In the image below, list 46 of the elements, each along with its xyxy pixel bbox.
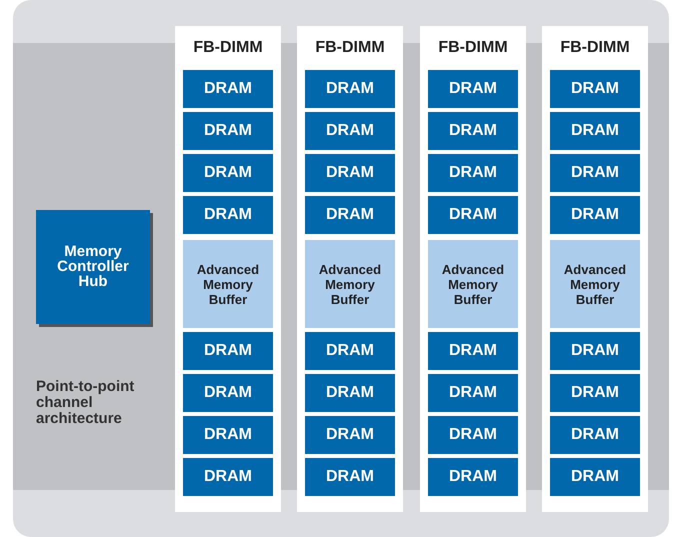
memory-buffer-box: Advanced Memory Buffer bbox=[183, 240, 273, 328]
dram-chip: DRAM bbox=[183, 416, 273, 454]
dram-chip: DRAM bbox=[550, 374, 640, 412]
note-text: Point-to-point channel architecture bbox=[36, 379, 136, 427]
dram-chip: DRAM bbox=[428, 112, 518, 150]
dram-chip: DRAM bbox=[550, 154, 640, 192]
dram-chip: DRAM bbox=[428, 196, 518, 234]
memory-buffer-box: Advanced Memory Buffer bbox=[550, 240, 640, 328]
dram-chip: DRAM bbox=[428, 70, 518, 108]
dram-chip: DRAM bbox=[550, 416, 640, 454]
memory-buffer-box: Advanced Memory Buffer bbox=[428, 240, 518, 328]
module-heading: FB-DIMM bbox=[314, 39, 386, 57]
module-heading: FB-DIMM bbox=[437, 39, 509, 57]
dram-chip: DRAM bbox=[428, 332, 518, 370]
controller-hub-box: Memory Controller Hub bbox=[36, 210, 150, 324]
dram-chip: DRAM bbox=[428, 374, 518, 412]
memory-module-card bbox=[297, 26, 403, 512]
dram-chip: DRAM bbox=[305, 332, 395, 370]
dram-chip: DRAM bbox=[305, 70, 395, 108]
memory-module-card bbox=[175, 26, 281, 512]
dram-chip: DRAM bbox=[305, 154, 395, 192]
dram-chip: DRAM bbox=[183, 154, 273, 192]
dram-chip: DRAM bbox=[550, 196, 640, 234]
dram-chip: DRAM bbox=[550, 332, 640, 370]
module-heading: FB-DIMM bbox=[192, 39, 264, 57]
dram-chip: DRAM bbox=[305, 196, 395, 234]
memory-module-card bbox=[542, 26, 648, 512]
module-heading: FB-DIMM bbox=[559, 39, 631, 57]
dram-chip: DRAM bbox=[183, 70, 273, 108]
memory-module-card bbox=[420, 26, 526, 512]
memory-buffer-box: Advanced Memory Buffer bbox=[305, 240, 395, 328]
dram-chip: DRAM bbox=[183, 112, 273, 150]
dram-chip: DRAM bbox=[183, 196, 273, 234]
dram-chip: DRAM bbox=[305, 458, 395, 496]
dram-chip: DRAM bbox=[550, 458, 640, 496]
dram-chip: DRAM bbox=[428, 416, 518, 454]
dram-chip: DRAM bbox=[183, 458, 273, 496]
dram-chip: DRAM bbox=[305, 416, 395, 454]
dram-chip: DRAM bbox=[550, 112, 640, 150]
dram-chip: DRAM bbox=[183, 374, 273, 412]
dram-chip: DRAM bbox=[428, 154, 518, 192]
dram-chip: DRAM bbox=[305, 112, 395, 150]
dram-chip: DRAM bbox=[183, 332, 273, 370]
dram-chip: DRAM bbox=[305, 374, 395, 412]
dram-chip: DRAM bbox=[550, 70, 640, 108]
dram-chip: DRAM bbox=[428, 458, 518, 496]
